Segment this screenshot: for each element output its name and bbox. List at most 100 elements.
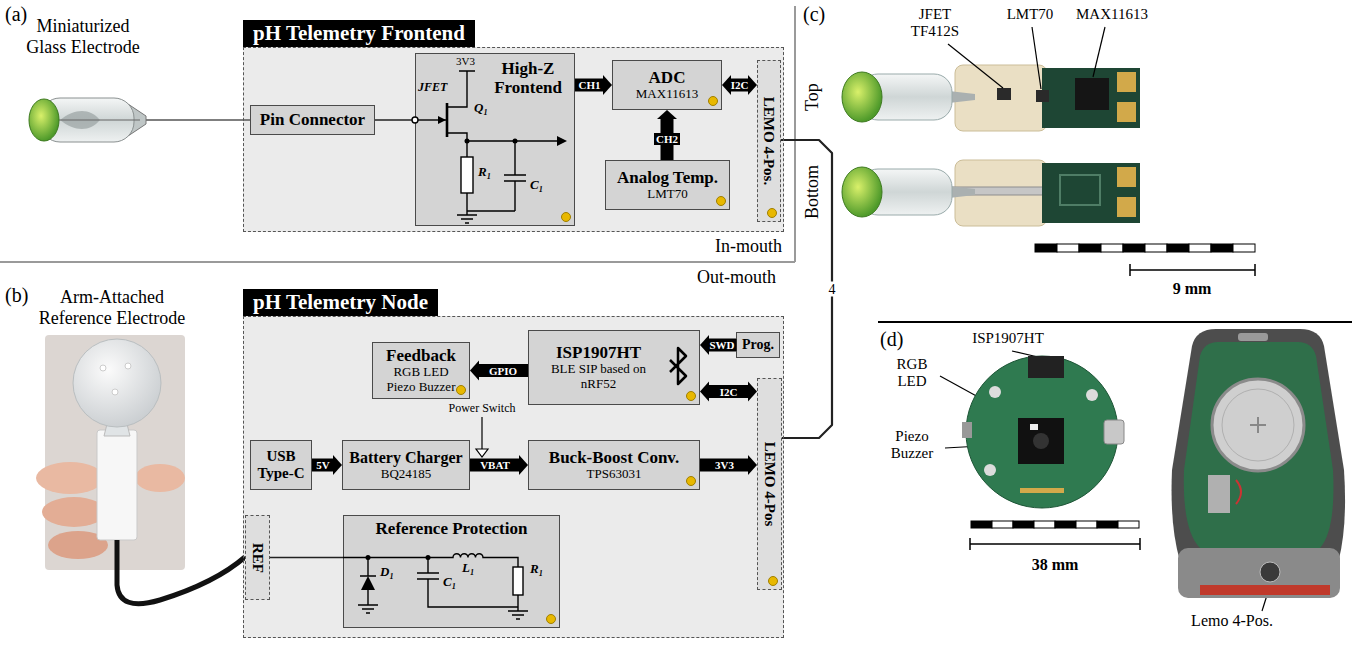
- node-pcb-photo: [1020, 488, 1064, 493]
- signal-label: I2C: [729, 79, 751, 91]
- node-pcb-photo: [989, 386, 1001, 398]
- signal-arrow: [700, 382, 757, 402]
- connector-port: LEMO 4-Pos: [757, 378, 782, 590]
- box-title: Buck-Boost Conv.: [549, 448, 679, 467]
- node-housing-photo: [1260, 562, 1280, 582]
- box-subtitle: TPS63031: [587, 467, 642, 482]
- scale-bar: [1035, 244, 1057, 252]
- box-title: Reference Protection: [376, 519, 528, 538]
- node-housing-photo: [1178, 548, 1340, 598]
- protection-schematic: [426, 555, 431, 560]
- annotation-label: RGB LED: [887, 356, 937, 391]
- block-box: High-Z Frontend: [415, 53, 575, 226]
- annotation-label: 9 mm: [1173, 280, 1212, 298]
- annotation-label: In-mouth: [715, 236, 782, 257]
- annotation-label: Top: [802, 83, 823, 111]
- power-switch-marker: [481, 417, 482, 450]
- frontend-photo-top: [842, 65, 1140, 131]
- box-title: Pin Connector: [260, 110, 365, 129]
- signal-arrow: [470, 361, 528, 381]
- node-housing-photo: [1212, 379, 1304, 471]
- protection-schematic: [417, 558, 518, 608]
- jfet-schematic: [438, 116, 446, 124]
- glass-electrode: [29, 99, 59, 141]
- scale-bar: [1211, 244, 1233, 252]
- block-box: Buck-Boost Conv.TPS63031: [528, 440, 700, 490]
- box-subtitle: MAX11613: [636, 87, 698, 102]
- node-housing-photo: [1200, 585, 1330, 595]
- box-subtitle: BQ24185: [381, 467, 432, 482]
- frontend-photo-bottom: [1117, 167, 1136, 187]
- leader-line: [1032, 27, 1041, 89]
- connector-port: REF: [245, 515, 270, 600]
- reference-electrode-photo: [100, 365, 106, 371]
- jfet-schematic: [504, 141, 526, 211]
- mouth-divider: [794, 6, 796, 262]
- node-housing-photo: [1236, 480, 1241, 504]
- signal-arrow: [312, 455, 342, 475]
- annotation-label: 38 mm: [1032, 556, 1079, 574]
- glass-electrode: [140, 119, 250, 121]
- scale-bar: [1101, 244, 1123, 252]
- leader-line: [1093, 27, 1105, 77]
- annotation-label: Out-mouth: [697, 267, 776, 288]
- leader-line: [948, 44, 1003, 88]
- scale-bar: [1057, 244, 1079, 252]
- reference-electrode-photo: [36, 462, 104, 494]
- reference-electrode-photo: [42, 497, 106, 527]
- scale-bar: [1167, 244, 1189, 252]
- scale-bar: [1055, 521, 1076, 528]
- scale-bar: [1076, 521, 1097, 528]
- annotation-label: Lemo 4-Pos.: [1191, 612, 1273, 630]
- jfet-schematic: [461, 157, 473, 193]
- annotation-label: C₁: [443, 575, 456, 590]
- annotation-label: MAX11613: [1076, 6, 1148, 23]
- annotation-label: Power Switch: [449, 402, 516, 416]
- annotation-label: Miniaturized Glass Electrode: [19, 16, 147, 57]
- frontend-photo-bottom: [1117, 197, 1136, 217]
- box-title: USB Type-C: [256, 448, 306, 482]
- node-housing-photo: [1250, 417, 1266, 433]
- node-pcb-photo: [1033, 433, 1049, 449]
- mouth-divider: [0, 6, 795, 262]
- box-title: ISP1907HT: [556, 343, 641, 362]
- frontend-photo-bottom: [842, 167, 882, 217]
- signal-arrow: [722, 75, 757, 95]
- mouth-divider: [0, 261, 795, 263]
- annotation-label: R₁: [478, 165, 491, 180]
- wire: [270, 557, 343, 558]
- box-title: LEMO 4-Pos: [761, 442, 778, 527]
- node-housing-photo: [1172, 329, 1346, 598]
- arrow-head: [519, 455, 528, 475]
- scale-bar: [992, 521, 1013, 528]
- node-pcb-photo: [1086, 389, 1098, 401]
- frontend-photo-top: [1117, 72, 1136, 92]
- wire: [781, 140, 832, 438]
- jfet-schematic: [446, 103, 449, 137]
- node-pcb-photo: [1030, 424, 1038, 430]
- reference-electrode-photo: [45, 335, 185, 570]
- arrow-head: [333, 455, 342, 475]
- node-pcb-photo: [966, 356, 1118, 508]
- connector-port: LEMO 4-Pos.: [757, 60, 781, 222]
- jfet-schematic: [465, 139, 470, 144]
- signal-label: GPIO: [487, 365, 519, 377]
- node-housing-photo: [1238, 333, 1268, 341]
- reference-electrode-photo: [117, 540, 245, 604]
- jfet-schematic: [557, 136, 567, 146]
- annotation-label: (c): [803, 3, 825, 26]
- scale-bar: [1034, 521, 1055, 528]
- block-box: ADCMAX11613: [612, 60, 722, 110]
- frontend-photo-top: [1117, 102, 1136, 122]
- frontend-photo-top: [1075, 78, 1109, 110]
- annotation-label: L₁: [462, 561, 474, 576]
- scale-bar: [1145, 244, 1167, 252]
- protection-schematic: [361, 576, 375, 590]
- box-title: Battery Charger: [349, 449, 462, 467]
- box-title: REF: [249, 543, 266, 573]
- connector-shaft: [781, 140, 832, 438]
- glass-electrode: [56, 119, 140, 120]
- arrow-head: [748, 382, 757, 402]
- bluetooth-symbol: [670, 348, 686, 384]
- node-pcb-photo: [1104, 420, 1124, 444]
